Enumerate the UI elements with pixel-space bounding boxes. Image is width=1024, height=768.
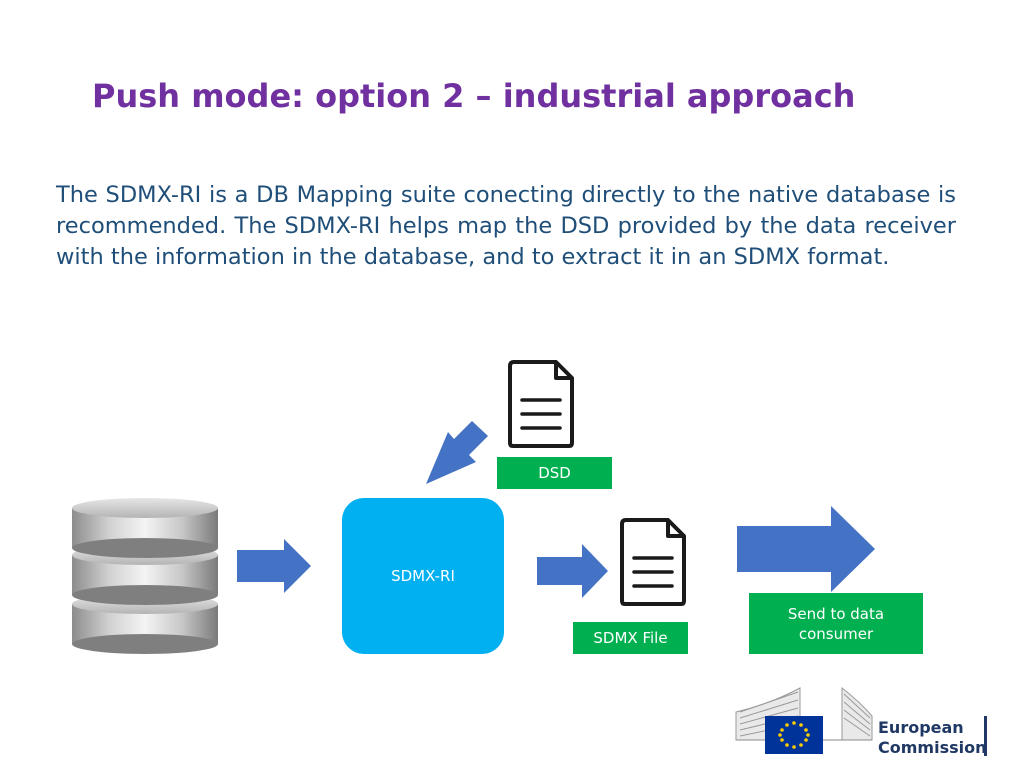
sdmx-file-document-icon: [620, 518, 686, 606]
european-commission-wordmark: European Commission: [878, 718, 986, 758]
european-commission-logo: [735, 686, 873, 754]
sdmx-file-label-box: SDMX File: [573, 622, 688, 654]
large-arrow-right-icon: [737, 506, 875, 592]
send-to-consumer-label: Send to data consumer: [787, 604, 885, 643]
send-to-consumer-box: Send to data consumer: [749, 593, 923, 654]
dsd-label: DSD: [538, 464, 571, 482]
database-icon: [72, 498, 218, 654]
arrow-right-icon: [537, 544, 608, 598]
sdmx-ri-box: SDMX-RI: [342, 498, 504, 654]
arrow-down-left-icon: [426, 421, 488, 484]
eu-stars-icon: [778, 721, 810, 749]
logo-line-1: European: [878, 718, 964, 737]
slide-title: Push mode: option 2 – industrial approac…: [92, 77, 856, 115]
logo-line-2: Commission: [878, 738, 987, 757]
arrow-right-icon: [237, 539, 311, 593]
sdmx-ri-label: SDMX-RI: [391, 567, 455, 585]
slide-body-text: The SDMX-RI is a DB Mapping suite conect…: [56, 182, 956, 270]
logo-divider: [984, 716, 987, 756]
dsd-label-box: DSD: [497, 457, 612, 489]
sdmx-file-label: SDMX File: [593, 629, 668, 647]
dsd-document-icon: [508, 360, 574, 448]
